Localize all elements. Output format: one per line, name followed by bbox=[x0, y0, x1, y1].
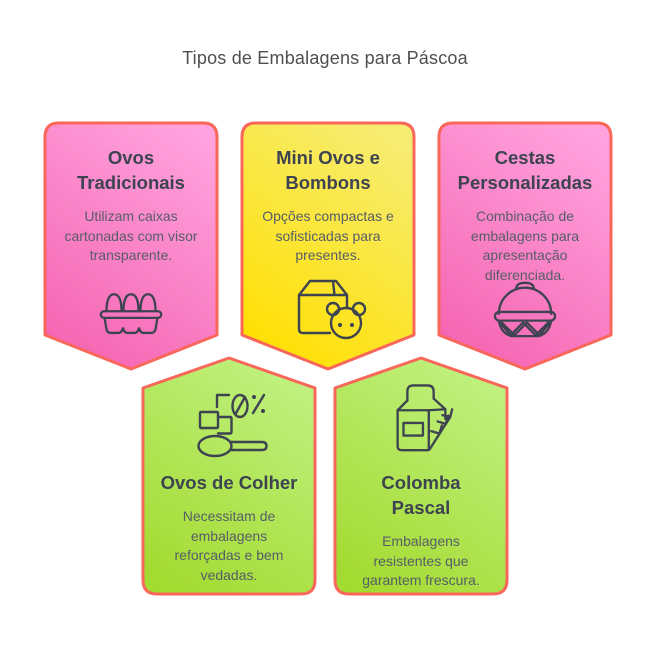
egg-carton-icon bbox=[99, 293, 163, 335]
gift-box-bear-icon bbox=[297, 279, 367, 340]
card-title: Mini Ovos e Bombons bbox=[276, 147, 380, 193]
card-content: Mini Ovos e Bombons Opções compactas e s… bbox=[240, 121, 416, 266]
card-ovos-de-colher: Ovos de Colher Necessitam de embalagens … bbox=[141, 356, 317, 596]
banner-shape bbox=[333, 356, 509, 596]
banner-shape bbox=[437, 121, 613, 371]
page-title: Tipos de Embalagens para Páscoa bbox=[182, 48, 468, 68]
banner-shape bbox=[141, 356, 317, 596]
carton-sprig-icon bbox=[396, 384, 454, 452]
card-cestas-personalizadas: Cestas Personalizadas Combinação de emba… bbox=[437, 121, 613, 372]
card-description: Combinação de embalagens para apresentaç… bbox=[470, 208, 580, 283]
card-content: Colomba Pascal Embalagens resistentes qu… bbox=[333, 356, 509, 591]
card-content: Ovos Tradicionais Utilizam caixas carton… bbox=[43, 121, 219, 266]
card-title: Colomba Pascal bbox=[381, 472, 461, 518]
card-colomba-pascal: Colomba Pascal Embalagens resistentes qu… bbox=[333, 356, 509, 596]
banner-shape bbox=[43, 121, 219, 371]
card-content: Cestas Personalizadas Combinação de emba… bbox=[437, 121, 613, 285]
banner-shape bbox=[240, 121, 416, 371]
card-title: Cestas Personalizadas bbox=[457, 147, 593, 193]
card-description: Embalagens resistentes que garantem fres… bbox=[362, 533, 480, 588]
card-description: Utilizam caixas cartonadas com visor tra… bbox=[64, 208, 198, 263]
card-mini-ovos-bombons: Mini Ovos e Bombons Opções compactas e s… bbox=[240, 121, 416, 372]
card-content: Ovos de Colher Necessitam de embalagens … bbox=[141, 356, 317, 585]
spoon-measure-icon bbox=[197, 393, 268, 458]
basket-icon bbox=[493, 281, 557, 338]
card-ovos-tradicionais: Ovos Tradicionais Utilizam caixas carton… bbox=[43, 121, 219, 372]
card-title: Ovos Tradicionais bbox=[77, 147, 185, 193]
card-description: Opções compactas e sofisticadas para pre… bbox=[262, 208, 394, 263]
card-title: Ovos de Colher bbox=[160, 472, 298, 493]
card-description: Necessitam de embalagens reforçadas e be… bbox=[174, 508, 284, 583]
